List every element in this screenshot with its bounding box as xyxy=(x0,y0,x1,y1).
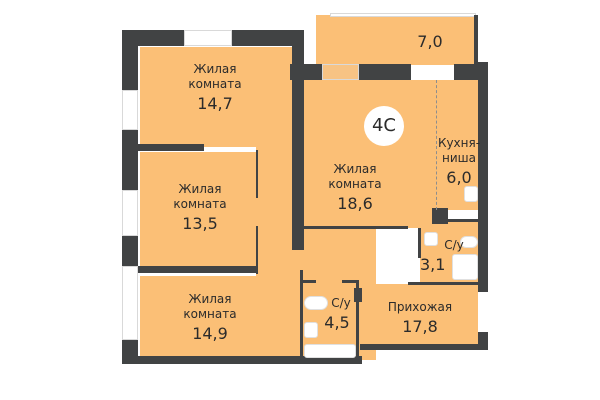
wall-left-3 xyxy=(122,236,138,266)
room-name-2: ниша xyxy=(442,151,476,165)
wall-top-mid xyxy=(232,30,296,46)
room-area: 18,6 xyxy=(337,194,373,213)
room-area: 17,8 xyxy=(402,317,438,336)
balcony-glazing xyxy=(330,13,476,17)
room-label-bath-2: С/у 4,5 xyxy=(312,296,362,333)
room-name-1: С/у xyxy=(444,238,464,252)
room-area: 7,0 xyxy=(417,32,443,51)
room-area: 14,7 xyxy=(197,94,233,113)
kitchen-niche-boundary xyxy=(436,80,437,210)
room-label-kitchen: Кухня- ниша 6,0 xyxy=(432,136,486,188)
room-area: 13,5 xyxy=(182,214,218,233)
window-left-1 xyxy=(122,90,138,130)
wall-balcony-sep-2 xyxy=(359,64,411,80)
wall-bath2-top-right xyxy=(342,280,358,283)
room-area: 3,1 xyxy=(420,255,446,274)
wall-bath1-bottom xyxy=(408,282,478,285)
wall-bath2-top-left xyxy=(300,280,316,283)
room-label-living-1: Жилая комната 14,7 xyxy=(160,62,270,114)
sink-bath-2 xyxy=(304,296,328,310)
wall-bottom-left xyxy=(122,356,362,364)
wall-balcony-sep-3 xyxy=(454,64,488,80)
vent-shaft-2 xyxy=(432,208,448,224)
window-top-1 xyxy=(184,30,232,46)
floor-living-4 xyxy=(302,80,434,228)
room-label-living-2: Жилая комната 13,5 xyxy=(150,182,250,234)
wall-left-1 xyxy=(122,30,138,90)
floor-hall xyxy=(360,284,478,346)
room-label-bath-1: С/у 3,1 xyxy=(420,238,470,275)
room-label-living-3: Жилая комната 14,9 xyxy=(160,292,260,344)
room-name-1: С/у xyxy=(331,296,351,310)
wall-living1-bottom xyxy=(138,144,204,151)
window-balcony-door xyxy=(322,64,359,80)
room-area: 4,5 xyxy=(324,313,350,332)
wall-bath1-left xyxy=(418,228,421,258)
room-area: 14,9 xyxy=(192,324,228,343)
room-name-2: комната xyxy=(328,177,382,191)
bathtub-bath-2 xyxy=(304,344,356,358)
wall-right-low xyxy=(478,332,488,350)
room-area: 6,0 xyxy=(446,168,472,187)
room-label-balcony: 7,0 xyxy=(410,30,450,52)
wall-balcony-left xyxy=(292,30,304,250)
room-name-1: Жилая xyxy=(188,292,232,306)
room-name-1: Жилая xyxy=(178,182,222,196)
floor-living-2 xyxy=(140,152,256,272)
wall-living2-bottom xyxy=(138,266,258,273)
window-left-3 xyxy=(122,266,138,340)
room-name-1: Прихожая xyxy=(387,300,453,314)
window-left-2 xyxy=(122,190,138,236)
wall-bath2-right xyxy=(356,280,359,356)
room-name-1: Кухня- xyxy=(437,136,481,150)
wall-right xyxy=(478,62,488,292)
wall-living2-right-bottom xyxy=(256,226,258,274)
room-name-2: комната xyxy=(173,197,227,211)
wall-left-4 xyxy=(122,340,138,360)
room-name-2: комната xyxy=(183,307,237,321)
shower-bath-1 xyxy=(452,254,478,280)
toilet-bath-1 xyxy=(424,232,438,246)
vent-shaft-1 xyxy=(354,288,362,302)
room-label-living-4: Жилая комната 18,6 xyxy=(300,162,410,214)
wall-living4-bottom xyxy=(302,226,408,229)
wall-bottom-hall xyxy=(360,344,488,350)
sink-bath-1 xyxy=(460,236,478,248)
room-name-1: Жилая xyxy=(193,62,237,76)
wall-living2-right-top xyxy=(256,150,258,198)
wall-kitchen-bottom xyxy=(434,219,478,222)
toilet-bath-2 xyxy=(304,322,318,338)
sink-kitchen xyxy=(464,186,478,202)
apartment-type-badge: 4С xyxy=(364,106,404,146)
room-name-2: комната xyxy=(188,77,242,91)
room-name-1: Жилая xyxy=(333,162,377,176)
floor-living-1 xyxy=(140,47,292,147)
wall-bath2-left xyxy=(300,270,303,360)
wall-left-2 xyxy=(122,130,138,190)
wall-balcony-sep-1 xyxy=(290,64,322,80)
wall-balcony-right xyxy=(474,15,478,65)
floor-balcony xyxy=(316,15,476,65)
room-label-hall: Прихожая 17,8 xyxy=(370,300,470,337)
